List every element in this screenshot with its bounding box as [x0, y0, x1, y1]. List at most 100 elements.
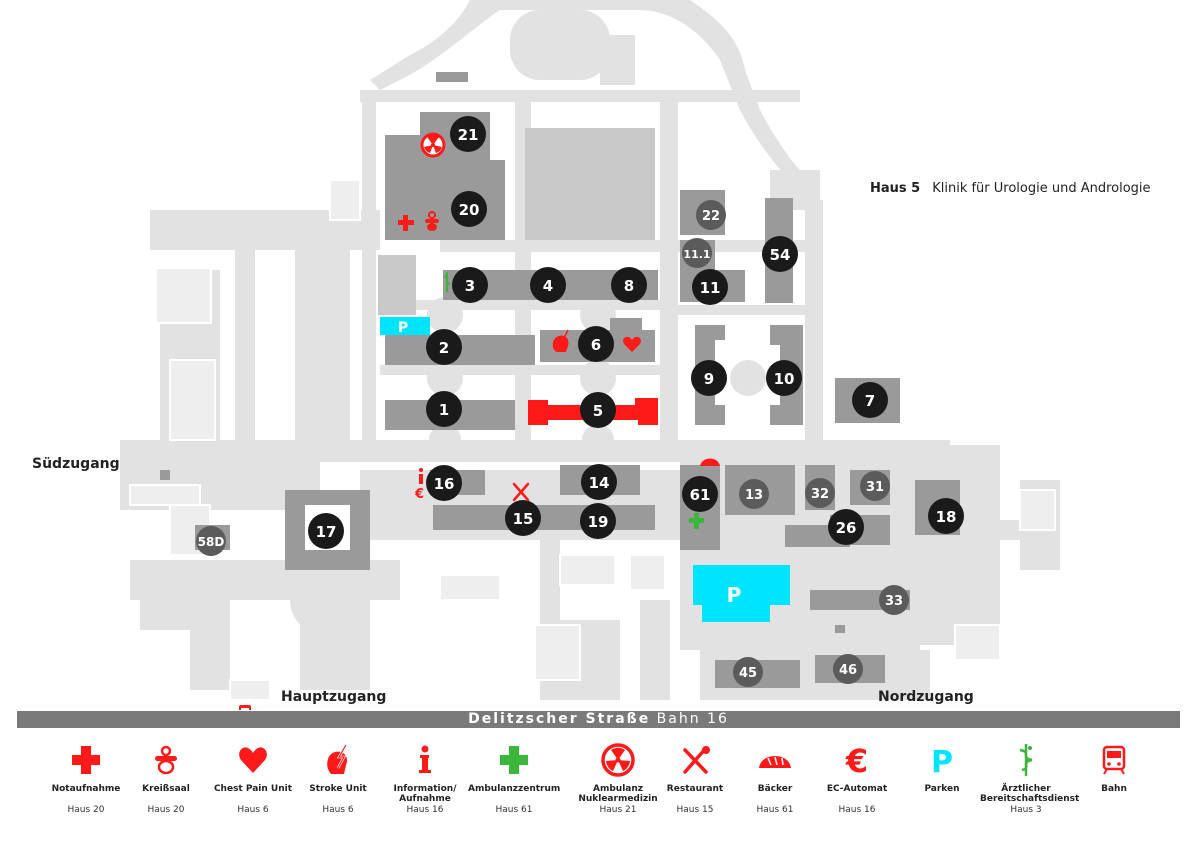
badge-15[interactable]: 15	[505, 500, 541, 536]
svg-text:7: 7	[865, 392, 875, 410]
badge-6[interactable]: 6	[578, 326, 614, 362]
legend-item-stroke-unit: Stroke Unit Haus 6	[292, 738, 384, 815]
legend-location: Haus 6	[322, 805, 354, 815]
legend-item-restaurant: Restaurant Haus 15	[649, 738, 741, 815]
legend-label: Notaufnahme	[51, 784, 121, 794]
badge-10[interactable]: 10	[766, 360, 802, 396]
badge-61[interactable]: 61	[682, 476, 718, 512]
parking-icon: P	[931, 745, 953, 776]
legend-location: Haus 15	[676, 805, 714, 815]
badge-18[interactable]: 18	[928, 498, 964, 534]
auxiliary-buildings	[129, 179, 1056, 701]
radiation-icon	[420, 132, 446, 158]
badge-14[interactable]: 14	[581, 464, 617, 500]
svg-text:14: 14	[589, 474, 610, 492]
heart-icon	[239, 747, 267, 773]
badge-46[interactable]: 46	[833, 654, 863, 684]
badge-26[interactable]: 26	[828, 509, 864, 545]
badge-4[interactable]: 4	[530, 267, 566, 303]
svg-text:18: 18	[936, 508, 957, 526]
cutlery-icon	[512, 482, 530, 502]
selected-building-title: Klinik für Urologie und Andrologie	[932, 181, 1151, 196]
legend-location: Haus 16	[406, 805, 444, 815]
legend-label: Ambulanz Nuklearmedizin	[578, 784, 658, 804]
label-suedzugang: Südzugang	[32, 456, 120, 472]
legend-label: EC-Automat	[826, 784, 888, 794]
legend-label: Information/ Aufnahme	[393, 784, 457, 804]
heart-icon	[623, 336, 641, 352]
legend-location: Haus 3	[1010, 805, 1042, 815]
badge-9[interactable]: 9	[691, 360, 727, 396]
info-icon	[419, 468, 423, 484]
svg-text:11.1: 11.1	[683, 248, 710, 261]
badge-7[interactable]: 7	[852, 382, 888, 418]
pacifier-icon	[155, 745, 177, 775]
badge-16[interactable]: 16	[426, 465, 462, 501]
badge-54[interactable]: 54	[762, 236, 798, 272]
badge-58d[interactable]: 58D	[196, 526, 226, 556]
cross-icon	[72, 746, 100, 774]
legend-location: Haus 16	[838, 805, 876, 815]
map-facility-icons: €	[239, 132, 720, 710]
svg-text:32: 32	[811, 487, 829, 502]
label-hauptzugang: Hauptzugang	[281, 689, 387, 705]
badge-21[interactable]: 21	[450, 116, 486, 152]
badge-19[interactable]: 19	[580, 503, 616, 539]
badge-5[interactable]: 5	[580, 392, 616, 428]
badge-20[interactable]: 20	[451, 191, 487, 227]
svg-text:€: €	[845, 744, 868, 776]
legend-location: Haus 21	[599, 805, 637, 815]
svg-text:2: 2	[439, 339, 449, 357]
parking-large-label: P	[727, 583, 742, 607]
parking-small[interactable]	[380, 317, 430, 335]
legend: Notaufnahme Haus 20 Kreißsaal Haus 20 Ch…	[40, 738, 1160, 850]
svg-text:5: 5	[593, 402, 603, 420]
badge-1[interactable]: 1	[426, 391, 462, 427]
badge-17[interactable]: 17	[308, 513, 344, 549]
badge-32[interactable]: 32	[805, 478, 835, 508]
svg-text:21: 21	[458, 126, 479, 144]
legend-label: Parken	[924, 784, 960, 794]
badge-11[interactable]: 11	[692, 269, 728, 305]
street-suffix: Bahn 16	[650, 711, 729, 727]
legend-location: Haus 20	[147, 805, 185, 815]
street-name: Delitzscher Straße	[468, 711, 651, 727]
legend-item-bahn: Bahn	[1068, 738, 1160, 805]
badge-3[interactable]: 3	[452, 267, 488, 303]
badge-33[interactable]: 33	[879, 585, 909, 615]
svg-text:3: 3	[465, 277, 475, 295]
legend-item-nuklearmedizin: Ambulanz Nuklearmedizin Haus 21	[572, 738, 664, 815]
badge-31[interactable]: 31	[860, 471, 890, 501]
badge-13[interactable]: 13	[739, 479, 769, 509]
legend-item-parken: P Parken	[896, 738, 988, 805]
svg-text:31: 31	[866, 480, 884, 495]
parking-large[interactable]	[693, 565, 790, 622]
svg-text:61: 61	[690, 486, 711, 504]
badge-8[interactable]: 8	[611, 267, 647, 303]
svg-text:9: 9	[704, 370, 714, 388]
legend-location: Haus 61	[756, 805, 794, 815]
legend-item-ambulanzzentrum: Ambulanzzentrum Haus 61	[468, 738, 560, 815]
legend-label: Kreißsaal	[142, 784, 190, 794]
svg-text:4: 4	[543, 277, 553, 295]
svg-text:10: 10	[774, 370, 795, 388]
head-lightning-icon	[552, 329, 569, 352]
badge-11-1[interactable]: 11.1	[682, 238, 712, 268]
cutlery-icon	[683, 746, 710, 774]
green-cross-icon	[689, 513, 704, 529]
svg-text:20: 20	[459, 201, 480, 219]
green-cross-icon	[500, 746, 528, 774]
legend-item-baecker: Bäcker Haus 61	[729, 738, 821, 815]
badge-45[interactable]: 45	[733, 657, 763, 687]
svg-text:16: 16	[434, 475, 455, 493]
badge-2[interactable]: 2	[426, 329, 462, 365]
street-bar: Delitzscher Straße Bahn 16	[17, 711, 1180, 728]
badge-22[interactable]: 22	[696, 200, 726, 230]
parking-small-label: P	[398, 320, 408, 336]
bread-icon	[759, 756, 791, 768]
clinic-buildings	[160, 35, 960, 688]
selected-building-number: Haus 5	[870, 181, 921, 196]
legend-location: Haus 61	[495, 805, 533, 815]
svg-text:33: 33	[885, 594, 903, 609]
legend-item-chest-pain-unit: Chest Pain Unit Haus 6	[207, 738, 299, 815]
